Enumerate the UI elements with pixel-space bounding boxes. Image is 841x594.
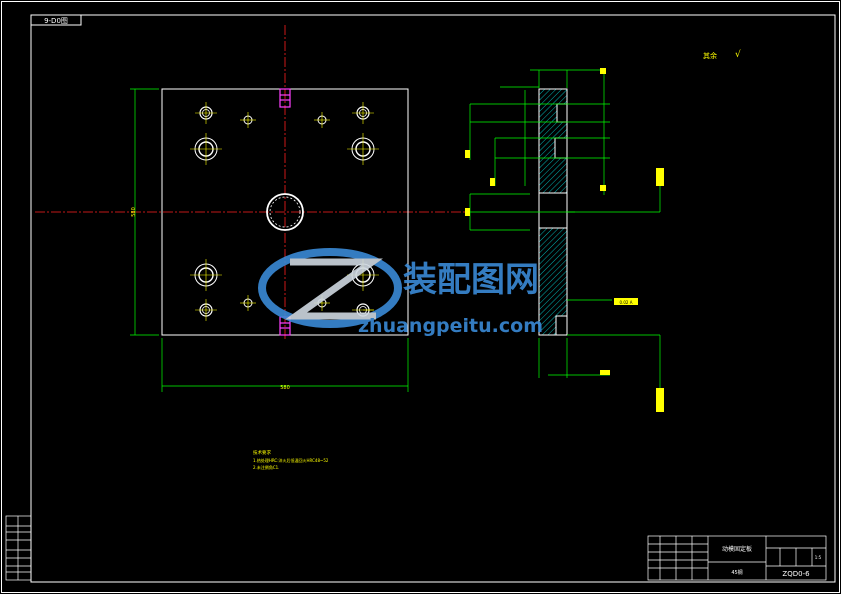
inner-border xyxy=(30,14,836,583)
side-section-view xyxy=(538,88,568,336)
roughness-symbol: √ xyxy=(735,49,741,60)
watermark: 装配图网 zhuangpeitu.com xyxy=(258,248,543,337)
plate-width-dim: 580 xyxy=(280,385,290,391)
material: 45钢 xyxy=(731,569,742,576)
edge-hole-top xyxy=(279,88,291,108)
flatness-label: 0.02 A xyxy=(620,300,633,305)
roughness-note: 其余 xyxy=(703,51,717,60)
tech-notes-title: 技术要求 xyxy=(253,449,271,456)
watermark-url: zhuangpeitu.com xyxy=(358,315,543,337)
tech-notes-line1: 1.热处理HRC:淬火后低温回火HRC48~52 xyxy=(253,457,329,463)
drawing-number: ZQD0-6 xyxy=(782,570,810,578)
scale: 1:5 xyxy=(815,555,822,560)
title-block xyxy=(647,535,827,581)
top-left-tag-box xyxy=(30,14,82,26)
tech-notes: 技术要求 1.热处理HRC:淬火后低温回火HRC48~52 2.未注倒角C1. xyxy=(253,449,329,470)
center-bore-thread xyxy=(269,196,301,228)
watermark-brand: 装配图网 xyxy=(403,260,539,300)
plate-height-dim: 580 xyxy=(131,207,137,217)
left-strip-table xyxy=(5,515,32,581)
watermark-logo-icon xyxy=(258,248,402,328)
part-name: 动模固定板 xyxy=(722,545,752,553)
screw-hole-crosshairs xyxy=(195,102,374,321)
top-left-tag: 9-D0图 xyxy=(44,17,68,25)
pin-hole-crosshairs xyxy=(240,112,330,311)
center-bore xyxy=(266,193,304,231)
tech-notes-line2: 2.未注倒角C1. xyxy=(253,464,279,470)
side-dim-tags xyxy=(465,68,664,412)
front-dimensions xyxy=(130,88,409,392)
